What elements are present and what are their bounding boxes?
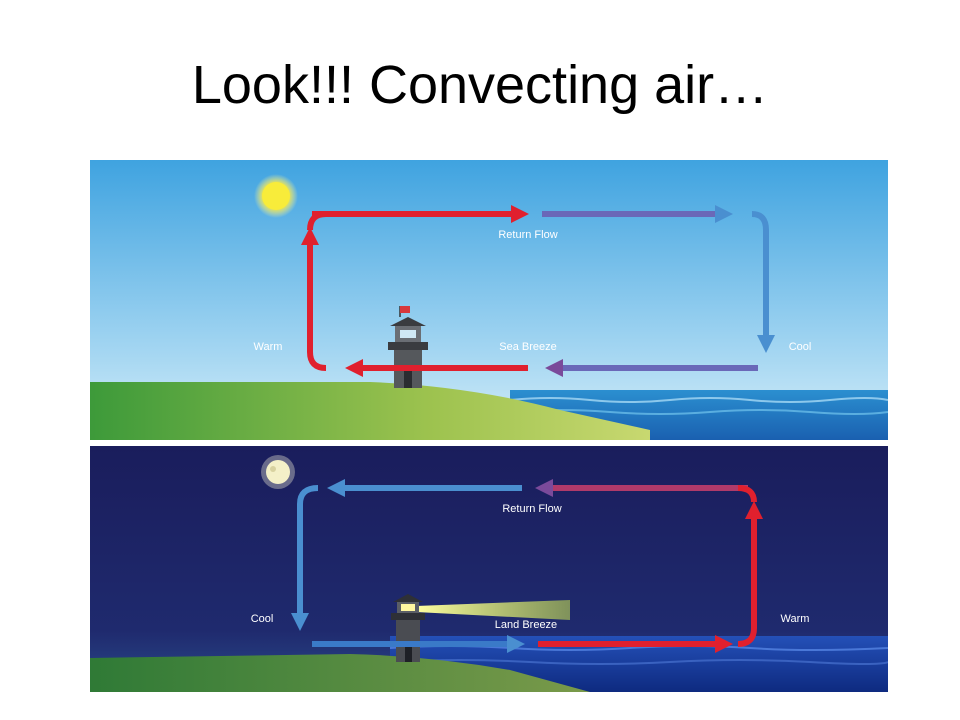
night-land-breeze-label: Land Breeze — [495, 619, 557, 631]
day-cool-down-arrow — [751, 211, 775, 353]
day-cool-label: Cool — [789, 341, 812, 353]
day-warm-label: Warm — [254, 341, 283, 353]
night-panel: Return Flow Land Breeze Cool Warm — [90, 446, 888, 692]
slide-title: Look!!! Convecting air… — [191, 55, 769, 115]
lighthouse-icon — [388, 306, 428, 388]
night-land — [90, 654, 590, 692]
day-panel: Return Flow Sea Breeze Warm Cool — [90, 160, 888, 440]
night-warm-label: Warm — [781, 613, 810, 625]
lighthouse-beam — [416, 600, 570, 620]
night-warm-up-arrow — [737, 501, 763, 647]
convection-diagram: Return Flow Sea Breeze Warm Cool — [90, 160, 888, 692]
day-return-flow-label: Return Flow — [498, 229, 557, 241]
day-warm-up-arrow — [301, 227, 327, 371]
night-cool-down-arrow — [291, 485, 319, 631]
night-lighthouse-icon — [391, 594, 425, 662]
night-return-flow-label: Return Flow — [502, 503, 561, 515]
day-land — [90, 382, 650, 440]
night-cool-label: Cool — [251, 613, 274, 625]
day-sea-breeze-label: Sea Breeze — [499, 341, 556, 353]
